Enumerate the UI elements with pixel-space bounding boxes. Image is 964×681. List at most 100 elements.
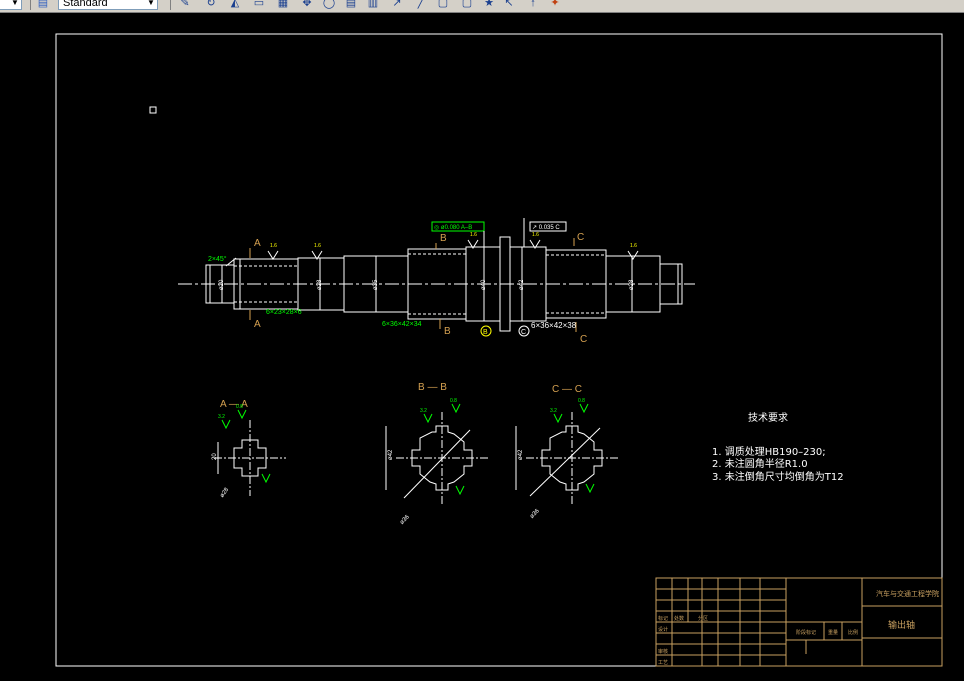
section-marker-b-top: B — [440, 233, 447, 244]
pencil-icon[interactable]: ✎ — [180, 0, 190, 9]
section-b-view — [385, 412, 488, 506]
roughness-symbols — [267, 239, 639, 260]
runout-tolerance: ↗ 0.035 C — [532, 225, 560, 231]
coaxiality-tolerance: ◎ ø0.080 A–B — [434, 225, 472, 231]
process-label: 工艺 — [658, 660, 668, 666]
dim-label: ø20 — [219, 279, 225, 290]
tech-req-line-1: 1. 调质处理HB190–230; — [712, 446, 826, 458]
zoom-icon[interactable]: ✦ — [550, 0, 560, 9]
toolbar-separator — [170, 0, 171, 10]
tolerance-frame-runout: ↗ 0.035 C — [529, 221, 567, 232]
section-marker-a-bottom: A — [254, 319, 261, 330]
orbit-icon[interactable]: ◯ — [322, 0, 336, 9]
drawing-canvas[interactable]: ø20 ø28 ø35 ø40 ø42 ø28 1.6 1.6 1.6 1.6 … — [0, 13, 964, 681]
roughness-value: 0.8 — [236, 404, 243, 410]
ucs-marker — [149, 106, 157, 114]
square-icon[interactable]: ▢ — [461, 0, 473, 9]
dim-label: ø35 — [373, 279, 379, 290]
datum-c-label: C — [521, 329, 526, 336]
school-name: 汽车与交通工程学院 — [876, 589, 939, 598]
dim-label: ø40 — [481, 279, 487, 290]
section-c-inner-dim: ø42 — [518, 449, 524, 460]
tech-req-title: 技术要求 — [748, 411, 788, 424]
roughness-value: 1.6 — [470, 232, 477, 238]
section-a-view — [214, 420, 286, 496]
rectangle-icon[interactable]: ▢ — [437, 0, 449, 9]
roughness-value: 1.6 — [314, 243, 321, 249]
technical-requirements: 技术要求 1. 调质处理HB190–230; 2. 未注圆角半径R1.0 3. … — [712, 411, 844, 483]
leader-lines — [225, 218, 525, 267]
spline-note-1: 6×23×28×6 — [266, 309, 302, 316]
section-a-diameter: ø28 — [219, 486, 230, 498]
spline-profile-b — [411, 425, 473, 491]
section-c-view — [515, 412, 618, 506]
title-block — [655, 577, 943, 667]
stage-label: 阶段标记 — [796, 629, 816, 636]
row-label: 处数 — [674, 615, 684, 622]
title-block-text: 汽车与交通工程学院 输出轴 标记 处数 分区 设计 审核 工艺 阶段标记 重量 … — [658, 589, 939, 666]
part-name: 输出轴 — [888, 619, 915, 631]
line-icon[interactable]: ╱ — [417, 0, 425, 9]
pan-icon[interactable]: ↑ — [530, 0, 536, 9]
check-label: 审核 — [658, 648, 668, 655]
row-label: 标记 — [658, 615, 668, 622]
section-marker-c-top: C — [577, 232, 584, 243]
spline-note-3: 6×36×42×38 — [531, 321, 577, 330]
grid-icon[interactable]: ▦ — [277, 0, 289, 9]
spline-note-2: 6×36×42×34 — [382, 321, 422, 328]
move-icon[interactable]: ✥ — [302, 0, 312, 9]
section-cut-lines — [249, 238, 577, 332]
section-view-b-label: B — B — [418, 382, 447, 393]
layer-combo[interactable]: ▼ — [0, 0, 22, 10]
section-b-outer-dim: ø36 — [399, 514, 411, 526]
text-style-combo[interactable]: Standard ▼ — [58, 0, 158, 10]
section-c-outer-dim: ø36 — [529, 508, 541, 520]
section-marker-c-bottom: C — [580, 334, 587, 345]
roughness-value: 1.6 — [630, 243, 637, 249]
section-view-c-label: C — C — [552, 384, 582, 395]
star-icon[interactable]: ★ — [484, 0, 494, 9]
roughness-value: 1.6 — [532, 232, 539, 238]
tech-req-line-2: 2. 未注圆角半径R1.0 — [712, 457, 808, 470]
roughness-value: 0.8 — [450, 398, 457, 404]
roughness-value: 1.6 — [270, 243, 277, 249]
chamfer-note: 2×45° — [208, 255, 227, 263]
tolerance-frame-coaxiality: ◎ ø0.080 A–B — [431, 221, 485, 232]
roughness-value: 0.8 — [578, 398, 585, 404]
spline-profile-c — [541, 425, 603, 491]
text-style-icon[interactable]: ▤ — [37, 0, 49, 9]
datum-b-label: B — [483, 329, 488, 336]
refresh-icon[interactable]: ↻ — [206, 0, 216, 9]
datum-b-icon — [480, 325, 492, 337]
section-view-a-label: A — A — [220, 399, 248, 410]
tech-req-line-3: 3. 未注倒角尺寸均倒角为T12 — [712, 470, 844, 483]
properties-icon[interactable]: ▤ — [345, 0, 357, 9]
diameter-labels: ø20 ø28 ø35 ø40 ø42 ø28 — [219, 279, 635, 290]
section-b-roughness — [423, 403, 465, 496]
chevron-down-icon[interactable]: ▼ — [147, 0, 155, 7]
dimension-icon[interactable]: ◭ — [230, 0, 240, 9]
drawing-frame — [55, 33, 943, 667]
shaft-main-view — [178, 236, 695, 332]
roughness-value: 3.2 — [218, 414, 225, 420]
section-a-height: 20 — [212, 453, 218, 460]
arrow-icon[interactable]: ↗ — [392, 0, 402, 9]
scale-label: 比例 — [848, 629, 858, 636]
section-marker-b-bottom: B — [444, 326, 451, 337]
datum-symbols: B C — [480, 325, 530, 337]
pointer-icon[interactable]: ↖ — [504, 0, 514, 9]
weight-label: 重量 — [828, 629, 838, 636]
shaft-section-10 — [659, 263, 683, 305]
roughness-value: 3.2 — [420, 408, 427, 414]
spline-profile-a — [233, 439, 267, 477]
roughness-value: 3.2 — [550, 408, 557, 414]
section-c-roughness — [553, 403, 595, 494]
layer-icon[interactable]: ▭ — [253, 0, 265, 9]
dim-label: ø28 — [629, 279, 635, 290]
shaft-annotations: 2×45° 6×23×28×6 6×36×42×34 — [208, 255, 422, 328]
chevron-down-icon[interactable]: ▼ — [11, 0, 19, 7]
chart-icon[interactable]: ▥ — [367, 0, 379, 9]
text-style-value: Standard — [63, 0, 108, 9]
section-c-roughness-values: 3.2 0.8 — [550, 398, 585, 414]
dim-label: ø42 — [519, 279, 525, 290]
